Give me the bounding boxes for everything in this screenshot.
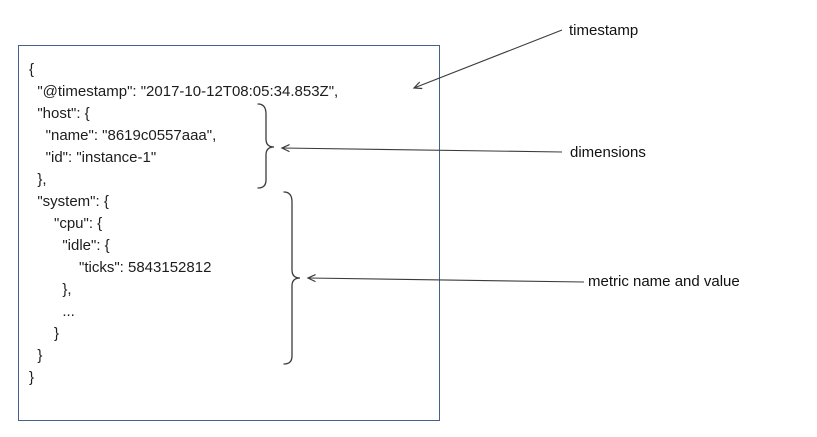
code-line-cpu: "cpu": { — [29, 215, 103, 232]
code-line: }, — [29, 171, 47, 188]
code-line: }, — [29, 281, 72, 298]
code-line: } — [29, 347, 43, 364]
code-line-timestamp: "@timestamp": "2017-10-12T08:05:34.853Z"… — [29, 83, 339, 100]
code-line: } — [29, 369, 35, 386]
code-line-idle: "idle": { — [29, 237, 110, 254]
timestamp-label: timestamp — [569, 22, 639, 39]
code-line-host: "host": { — [29, 105, 90, 122]
code-line-host-name: "name": "8619c0557aaa", — [29, 127, 217, 144]
code-line-system: "system": { — [29, 193, 109, 210]
json-code-box: { "@timestamp": "2017-10-12T08:05:34.853… — [18, 45, 440, 421]
code-line-ellipsis: ... — [29, 303, 75, 320]
code-line-ticks: "ticks": 5843152812 — [29, 259, 212, 276]
code-line-host-id: "id": "instance-1" — [29, 149, 157, 166]
metric-name-value-label: metric name and value — [588, 273, 740, 290]
code-line: { — [29, 61, 35, 78]
dimensions-label: dimensions — [570, 144, 646, 161]
code-line: } — [29, 325, 60, 342]
